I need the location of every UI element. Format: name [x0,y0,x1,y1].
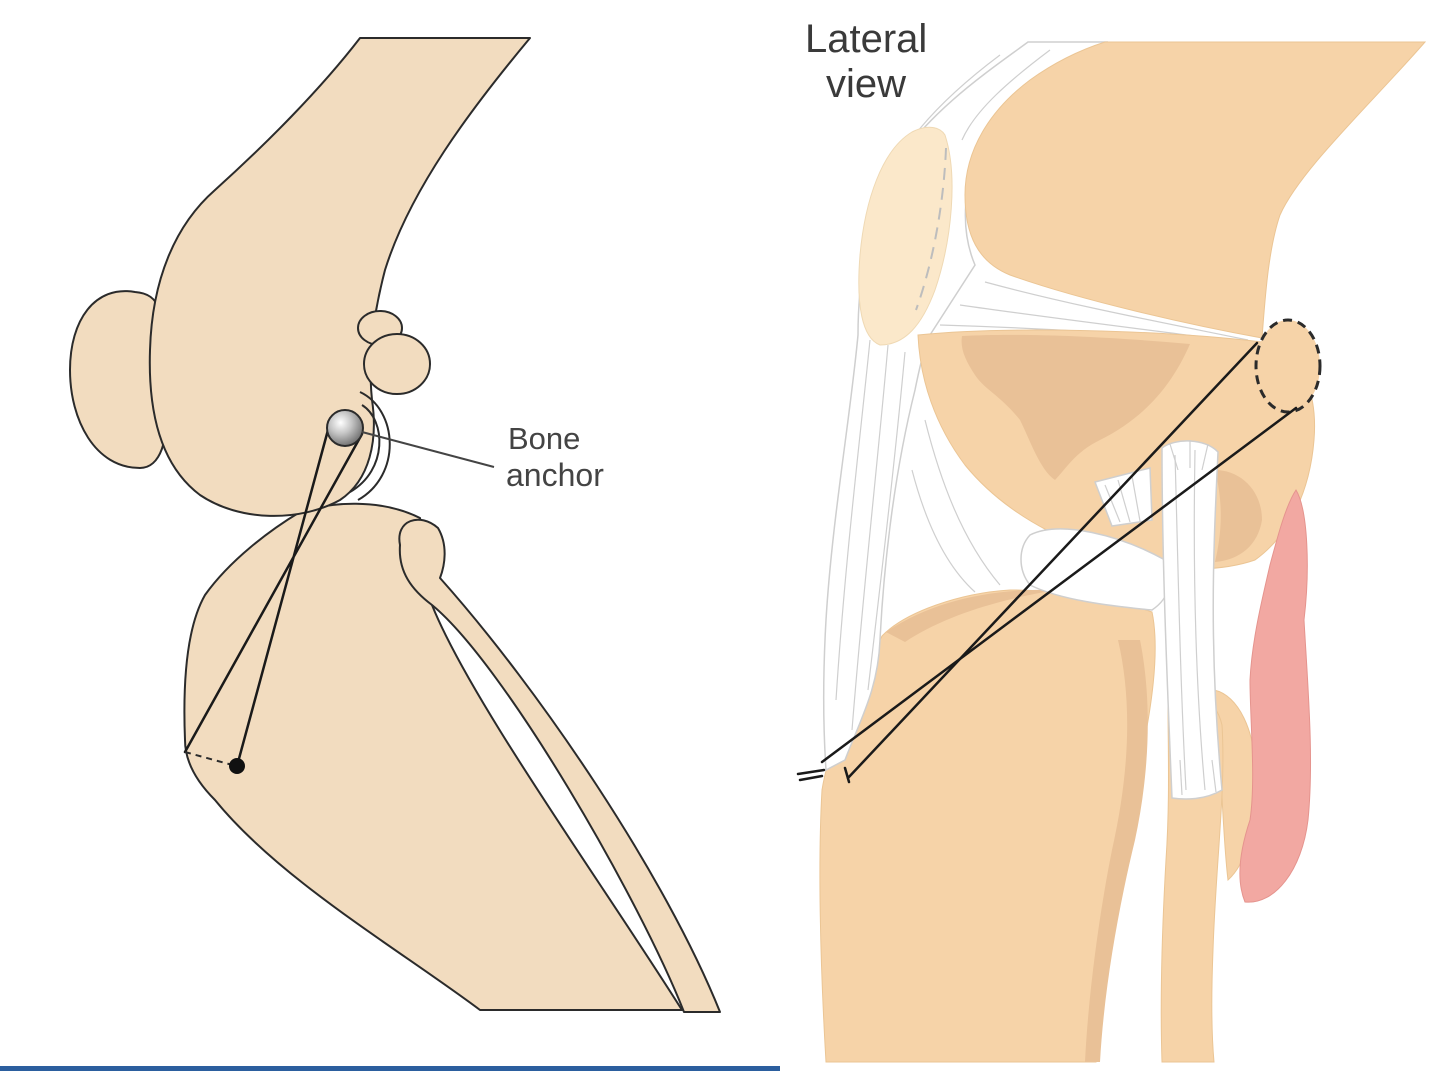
lateral-view-label-line1: Lateral [805,17,927,61]
slide-rule-bar [0,1066,780,1071]
meniscus [1020,528,1171,611]
patella [858,126,953,346]
bone-anchor-label-line2: anchor [506,457,604,493]
right-knee-lateral-view: Lateral view [796,17,1427,1063]
patellar-ligament-fibers [835,49,1051,731]
patella-dashed-outline [915,147,947,311]
suture-anchor-dot [229,758,245,774]
meniscus-outline-outer [357,391,391,501]
suture-lines [820,341,1298,780]
bone-tunnel-dashed-line [184,751,237,767]
bone-anchor-label-line1: Bone [508,421,580,456]
muscle [1239,489,1312,903]
femur [964,41,1427,339]
tibia-shading-caudal [1085,640,1148,1062]
lateral-collateral-ligament [1161,440,1223,800]
bone-anchor-leader-line [361,431,495,468]
lateral-view-label-line2: view [826,62,906,106]
tibia-shading-plateau [886,589,1055,642]
bone-anchor-label: Bone anchor [506,421,604,493]
femoral-condyle-caudal-shading [1215,470,1262,562]
tibia [183,502,683,1011]
fabella-lower [363,333,431,395]
fabella [1254,318,1322,414]
left-knee-diagram: Bone anchor [69,37,721,1013]
suture-knot [796,766,851,784]
bone-anchor [326,409,364,447]
lateral-view-label: Lateral view [805,17,927,106]
femoral-condyle-shading [961,334,1190,480]
femur [148,37,531,517]
meniscus-outline-inner [349,404,381,493]
fibula [398,518,721,1013]
